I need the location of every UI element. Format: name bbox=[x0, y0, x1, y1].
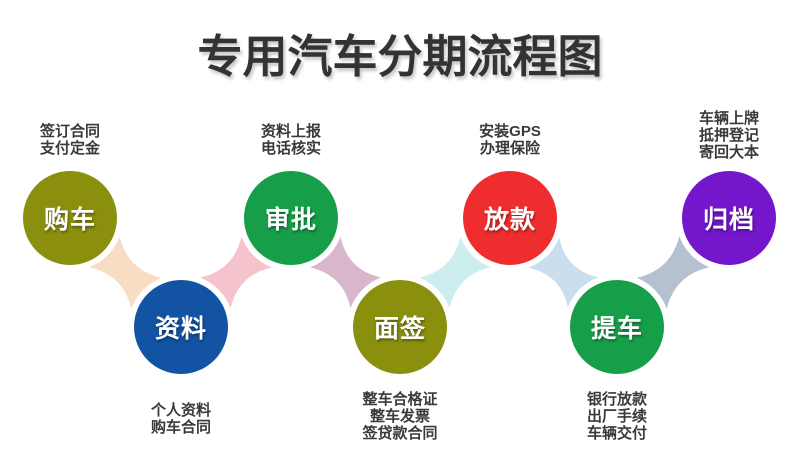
step-label: 购车 bbox=[43, 206, 96, 234]
flow-connector-ribbon bbox=[528, 237, 599, 308]
note-line: 整车发票 bbox=[369, 408, 430, 425]
note-line: 车辆上牌 bbox=[698, 110, 759, 127]
step-note: 安装GPS 办理保险 bbox=[430, 123, 590, 157]
flow-connector-ribbon bbox=[636, 236, 710, 309]
step-circle-interview-sign: 面签 bbox=[353, 280, 447, 374]
step-circle-documents: 资料 bbox=[134, 280, 228, 374]
note-line: 签订合同 bbox=[39, 123, 100, 140]
note-line: 车辆交付 bbox=[586, 425, 647, 442]
step-label: 提车 bbox=[590, 315, 643, 343]
note-line: 出厂手续 bbox=[586, 408, 647, 425]
step-note: 资料上报 电话核实 bbox=[211, 123, 371, 157]
note-line: 银行放款 bbox=[586, 391, 647, 408]
note-line: 办理保险 bbox=[479, 140, 540, 157]
note-line: 安装GPS bbox=[479, 123, 541, 140]
step-label: 归档 bbox=[702, 206, 755, 234]
step-note: 签订合同 支付定金 bbox=[0, 123, 150, 157]
page-title: 专用汽车分期流程图 bbox=[197, 31, 603, 82]
step-note: 个人资料 购车合同 bbox=[101, 402, 261, 436]
note-line: 电话核实 bbox=[260, 140, 321, 157]
note-line: 抵押登记 bbox=[698, 127, 759, 144]
step-circle-approval: 审批 bbox=[244, 171, 338, 265]
step-label: 面签 bbox=[373, 315, 426, 343]
step-label: 放款 bbox=[483, 206, 536, 234]
step-note: 车辆上牌 抵押登记 寄回大本 bbox=[649, 110, 800, 161]
note-line: 寄回大本 bbox=[698, 144, 759, 161]
step-label: 审批 bbox=[264, 206, 317, 234]
flow-connector-ribbon bbox=[89, 236, 162, 309]
step-circle-buy-car: 购车 bbox=[23, 171, 117, 265]
note-line: 资料上报 bbox=[260, 123, 321, 140]
step-label: 资料 bbox=[154, 315, 207, 343]
note-line: 购车合同 bbox=[150, 419, 211, 436]
flow-connector-ribbon bbox=[419, 236, 491, 309]
step-circle-loan-release: 放款 bbox=[463, 171, 557, 265]
note-line: 支付定金 bbox=[39, 140, 100, 157]
step-circle-pickup-car: 提车 bbox=[570, 280, 664, 374]
step-note: 银行放款 出厂手续 车辆交付 bbox=[537, 391, 697, 442]
step-note: 整车合格证 整车发票 签贷款合同 bbox=[320, 391, 480, 442]
note-line: 个人资料 bbox=[150, 402, 211, 419]
flow-connector-ribbon bbox=[310, 237, 381, 308]
note-line: 整车合格证 bbox=[362, 391, 438, 408]
step-circle-archive: 归档 bbox=[682, 171, 776, 265]
note-line: 签贷款合同 bbox=[362, 425, 438, 442]
flow-connector-ribbon bbox=[200, 236, 272, 309]
